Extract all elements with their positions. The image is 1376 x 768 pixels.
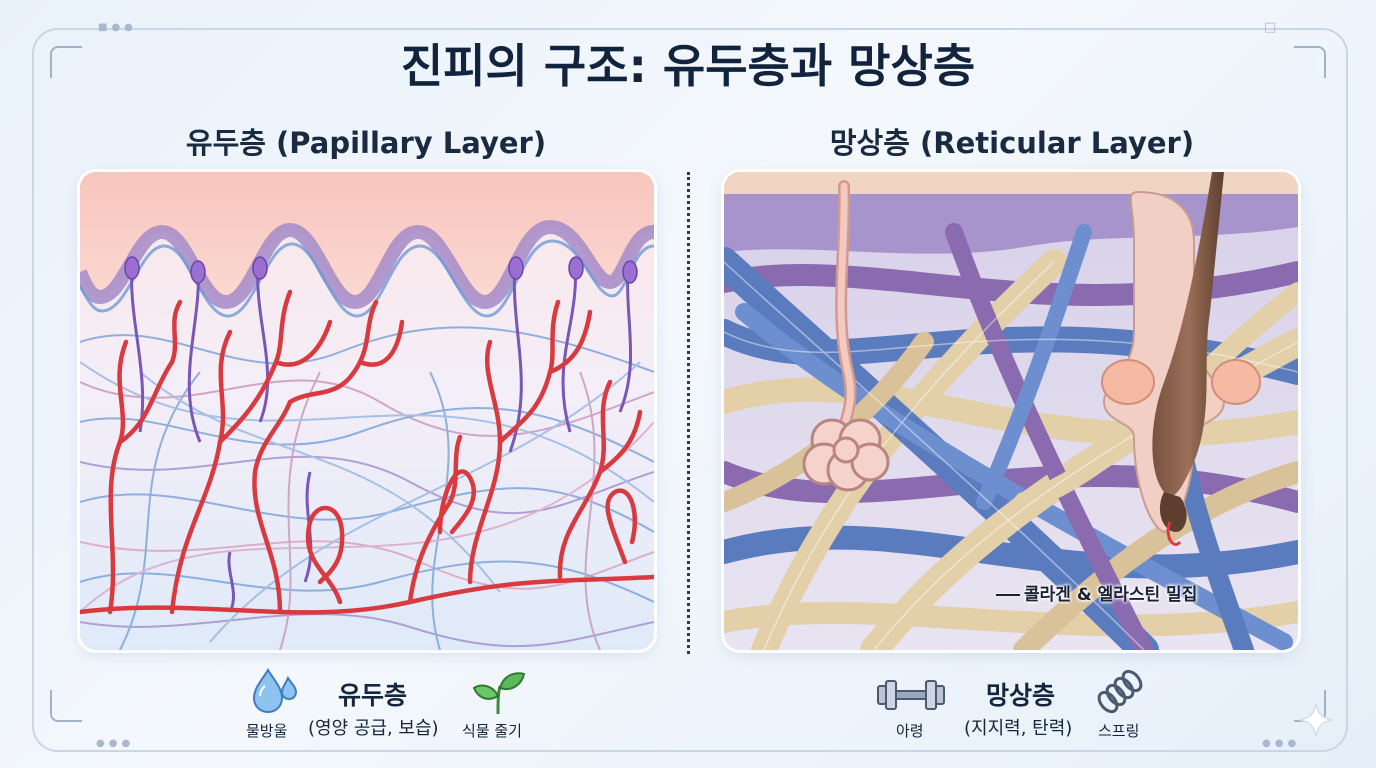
sprout-icon — [472, 672, 526, 715]
decorative-dots-icon: ■●● — [98, 22, 137, 33]
basal-layer — [80, 219, 654, 310]
papillary-heading: 유두층 (Papillary Layer) — [185, 126, 547, 160]
corner-ornament — [1294, 46, 1326, 78]
epidermis — [724, 172, 1298, 194]
spring-label: 스프링 — [1098, 722, 1140, 740]
papillary-legend-name: 유두층 — [338, 681, 408, 710]
outer-frame — [32, 28, 1348, 752]
dumbbell-icon — [877, 680, 945, 710]
water-drops-label: 물방울 — [246, 722, 288, 740]
water-drops-icon — [252, 668, 298, 714]
spring-icon — [1097, 669, 1143, 714]
sparkle-icon — [1299, 703, 1333, 737]
hair-follicle-icon — [1101, 172, 1261, 546]
papillary-layer-illustration — [80, 172, 654, 650]
papillary-legend-desc: (영양 공급, 보습) — [308, 718, 439, 739]
reticular-legend-desc: (지지력, 탄력) — [964, 718, 1073, 739]
fiber-network — [80, 326, 654, 650]
capillary-network — [80, 289, 654, 615]
decorative-dots-icon: ●●● — [96, 738, 135, 749]
reticular-legend-name: 망상층 — [986, 681, 1056, 710]
corner-ornament — [50, 690, 82, 722]
diagram-title: 진피의 구조: 유두층과 망상층 — [400, 39, 976, 93]
decorative-square-icon: □ — [1264, 20, 1281, 35]
dumbbell-label: 아령 — [896, 722, 924, 740]
section-divider — [687, 172, 690, 654]
reticular-layer-illustration — [724, 172, 1298, 650]
sweat-gland-icon — [802, 418, 890, 492]
reticular-heading: 망상층 (Reticular Layer) — [829, 126, 1195, 160]
decorative-dots-icon: ●●● — [1262, 738, 1301, 749]
collagen-elastin-callout: 콜라겐 & 엘라스틴 밀집 — [996, 580, 1197, 605]
sprout-label: 식물 줄기 — [462, 722, 522, 740]
corner-ornament — [50, 46, 82, 78]
nerve-ending-icon — [124, 256, 638, 284]
